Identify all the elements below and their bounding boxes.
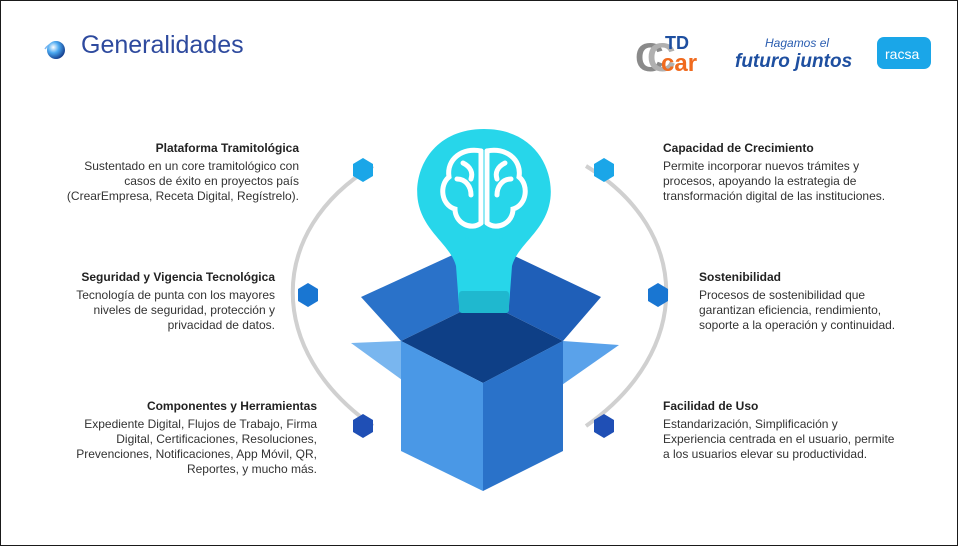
feature-title: Sostenibilidad	[699, 270, 782, 284]
hex-node-icon	[298, 283, 318, 307]
feature-line: niveles de seguridad, protección y	[93, 303, 275, 317]
feature-capacidad-crecimiento: Capacidad de Crecimiento Permite incorpo…	[663, 141, 943, 204]
feature-seguridad-vigencia: Seguridad y Vigencia Tecnológica Tecnolo…	[15, 270, 275, 333]
feature-title: Plataforma Tramitológica	[155, 141, 299, 155]
slogan-logo: Hagamos el futuro juntos	[735, 36, 852, 72]
feature-title: Seguridad y Vigencia Tecnológica	[81, 270, 275, 284]
logo-slogan-top: Hagamos el	[765, 36, 829, 50]
hex-node-icon	[648, 283, 668, 307]
feature-title: Capacidad de Crecimiento	[663, 141, 814, 155]
feature-line: soporte a la operación y continuidad.	[699, 318, 896, 332]
feature-line: Reportes, y mucho más.	[186, 462, 317, 476]
feature-line: Experiencia centrada en el usuario, perm…	[663, 432, 895, 446]
racsa-logo: racsa	[877, 37, 931, 69]
feature-line: Tecnología de punta con los mayores	[76, 288, 275, 302]
lightbulb-brain-icon	[417, 129, 551, 313]
feature-line: Expediente Digital, Flujos de Trabajo, F…	[84, 417, 317, 431]
hex-node-icon	[594, 414, 614, 438]
feature-line: a los usuarios elevar su productividad.	[663, 447, 868, 461]
feature-facilidad-uso: Facilidad de Uso Estandarización, Simpli…	[663, 399, 948, 462]
feature-line: (CrearEmpresa, Receta Digital, Regístrel…	[66, 189, 299, 203]
hex-node-icon	[594, 158, 614, 182]
feature-line: Permite incorporar nuevos trámites y	[663, 159, 860, 173]
sphere-bullet-icon	[44, 41, 65, 59]
feature-sostenibilidad: Sostenibilidad Procesos de sostenibilida…	[699, 270, 949, 333]
feature-line: Prevenciones, Notificaciones, App Móvil,…	[76, 447, 317, 461]
svg-text:C: C	[647, 36, 676, 77]
left-arc	[290, 164, 375, 428]
page-title: Generalidades	[81, 31, 244, 59]
hex-node-icon	[353, 158, 373, 182]
logo-ctd-top: TD	[665, 33, 689, 53]
feature-line: privacidad de datos.	[167, 318, 275, 332]
box-interior	[401, 301, 563, 383]
feature-line: transformación digital de las institucio…	[663, 189, 886, 203]
feature-title: Facilidad de Uso	[663, 399, 759, 413]
logo-racsa: racsa	[885, 46, 919, 62]
feature-line: procesos, apoyando la estrategia de	[663, 174, 857, 188]
hex-node-icon	[353, 414, 373, 438]
partner-logos: C C TD car Hagamos el futuro juntos racs…	[635, 33, 931, 77]
box-back-right-flap	[483, 241, 601, 341]
right-arc	[584, 164, 669, 428]
feature-line: Estandarización, Simplificación y	[663, 417, 838, 431]
feature-line: casos de éxito en proyectos país	[124, 174, 299, 188]
svg-text:C: C	[635, 36, 664, 77]
box-front-right-flap	[483, 341, 619, 401]
logo-slogan-bottom: futuro juntos	[735, 51, 852, 72]
ctdcar-logo: C C TD car	[635, 33, 697, 77]
feature-title: Componentes y Herramientas	[146, 399, 317, 413]
box-side-face	[483, 341, 563, 491]
feature-line: Procesos de sostenibilidad que	[699, 288, 866, 302]
box-front-left-flap	[351, 341, 483, 401]
feature-line: Digital, Certificaciones, Resoluciones,	[116, 432, 317, 446]
feature-line: garantizan eficiencia, rendimiento,	[699, 303, 882, 317]
box-back-left-flap	[361, 241, 483, 341]
logo-ctd-bottom: car	[661, 50, 697, 77]
box-front-face	[401, 341, 483, 491]
feature-componentes-herramientas: Componentes y Herramientas Expediente Di…	[17, 399, 317, 477]
feature-line: Sustentado en un core tramitológico con	[84, 159, 299, 173]
feature-plataforma-tramitologica: Plataforma Tramitológica Sustentado en u…	[29, 141, 299, 204]
